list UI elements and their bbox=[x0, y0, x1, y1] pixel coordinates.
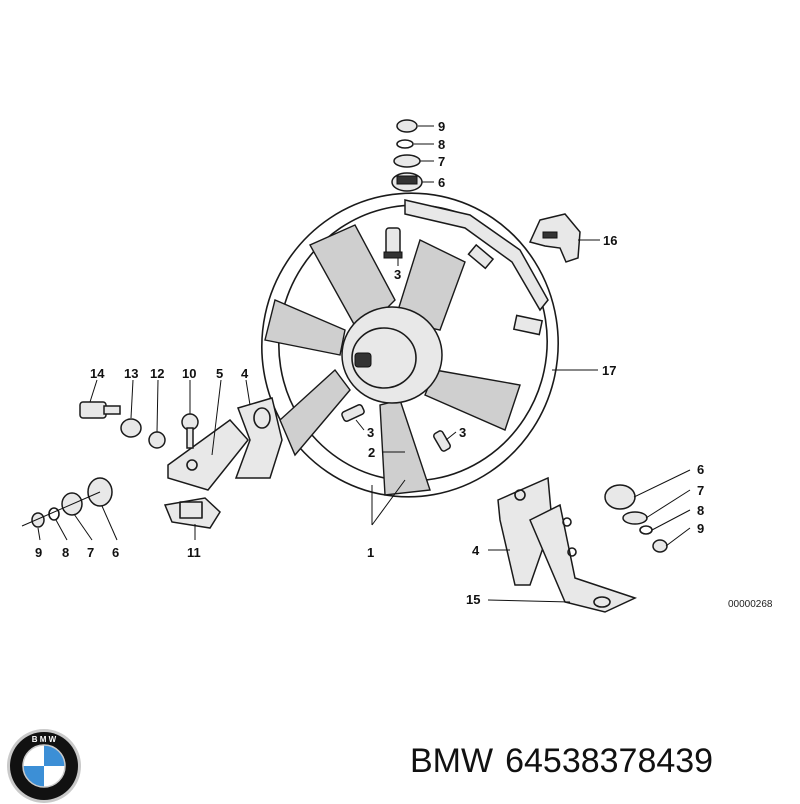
callout-labels: 9 8 7 6 16 3 17 14 13 12 10 5 4 3 3 2 1 … bbox=[35, 119, 773, 610]
drawing-code: 00000268 bbox=[728, 599, 773, 610]
callout-4-right: 4 bbox=[472, 543, 480, 558]
left-hardware bbox=[79, 401, 199, 449]
callout-12: 12 bbox=[150, 366, 164, 381]
sensor-clip bbox=[528, 213, 581, 263]
callout-11: 11 bbox=[187, 545, 201, 560]
callout-5: 5 bbox=[216, 366, 223, 381]
right-mount-stack bbox=[604, 484, 668, 553]
callout-6-right: 6 bbox=[697, 462, 704, 477]
part-caption: BMW 64538378439 bbox=[410, 742, 725, 781]
callout-2: 2 bbox=[368, 445, 375, 460]
fan-blades bbox=[264, 224, 521, 496]
bmw-logo-icon: B M W bbox=[7, 729, 81, 803]
callout-9-left: 9 bbox=[35, 545, 42, 560]
brand-name: BMW bbox=[410, 742, 494, 780]
callout-3-mid: 3 bbox=[367, 425, 374, 440]
callout-7-top: 7 bbox=[438, 154, 445, 169]
callout-1: 1 bbox=[367, 545, 374, 560]
callout-9-right: 9 bbox=[697, 521, 704, 536]
callout-7-left: 7 bbox=[87, 545, 94, 560]
fan-motor bbox=[341, 306, 443, 404]
logo-blue-quadrant-2 bbox=[23, 766, 44, 787]
callout-13: 13 bbox=[124, 366, 138, 381]
callout-8-left: 8 bbox=[62, 545, 69, 560]
callout-6-left: 6 bbox=[112, 545, 119, 560]
callout-9-top: 9 bbox=[438, 119, 445, 134]
left-mount-stack bbox=[21, 477, 113, 528]
logo-blue-quadrant-1 bbox=[44, 745, 65, 766]
part-number: 64538378439 bbox=[505, 742, 714, 780]
callout-6-top: 6 bbox=[438, 175, 445, 190]
leader-lines bbox=[37, 125, 691, 603]
callout-7-right: 7 bbox=[697, 483, 704, 498]
callout-15: 15 bbox=[466, 592, 480, 607]
logo-lettering: B M W bbox=[32, 735, 57, 744]
callout-8-top: 8 bbox=[438, 137, 445, 152]
callout-8-right: 8 bbox=[697, 503, 704, 518]
callout-16: 16 bbox=[603, 233, 617, 248]
callout-14: 14 bbox=[90, 366, 105, 381]
callout-10: 10 bbox=[182, 366, 196, 381]
top-mount-stack bbox=[391, 119, 423, 192]
callout-17: 17 bbox=[602, 363, 616, 378]
clip-nut bbox=[163, 497, 221, 529]
callout-3-top: 3 bbox=[394, 267, 401, 282]
screw-parts bbox=[341, 227, 451, 452]
callout-4-left: 4 bbox=[241, 366, 249, 381]
callout-3-right: 3 bbox=[459, 425, 466, 440]
left-bracket bbox=[167, 397, 283, 491]
